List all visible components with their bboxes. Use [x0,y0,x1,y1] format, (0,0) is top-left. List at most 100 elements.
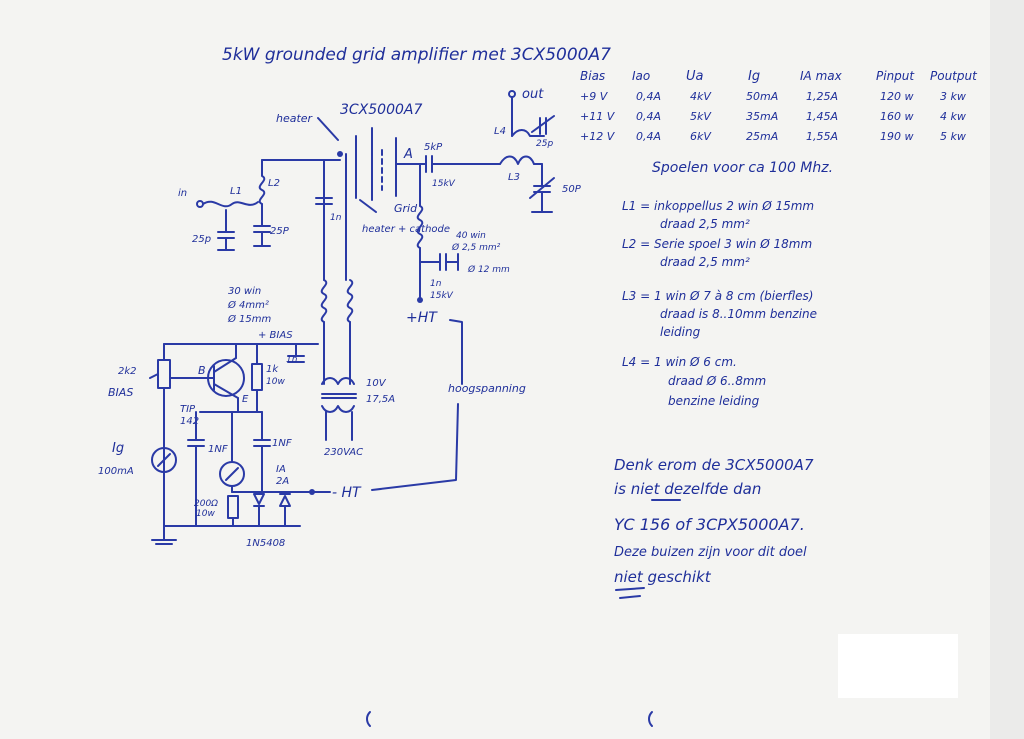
scan-mark [648,711,653,727]
coil-notes: Spoelen voor ca 100 Mhz. L1 = inkoppellu… [622,160,833,408]
meter-ig-line2: 100mA [98,466,134,477]
c1n-a-label: 1n [330,213,342,223]
table-cell: 6kV [690,130,712,143]
underline-niet-2b [619,595,641,599]
coil-l3-line1: L3 = 1 win Ø 7 à 8 cm (bierfles) [622,289,813,303]
trafo-primary [321,405,355,413]
table-cell: 50mA [746,90,778,103]
hoogspanning-label: hoogspanning [448,382,526,395]
minus-ht-label: - HT [332,485,362,501]
diode-1 [253,493,265,505]
choke-line3: Ø 12 mm [467,264,510,275]
table-cell: 4kV [690,90,712,103]
table-cell: 190 w [880,130,914,143]
scan-edge [990,0,1024,739]
table-cell: +11 V [580,110,616,123]
table-cell: 120 w [880,90,914,103]
heater-label: heater [276,112,314,125]
diode-label: 1N5408 [246,538,285,549]
table-header-pinput: Pinput [876,69,915,83]
coil-l1-line2: draad 2,5 mm² [660,217,750,231]
bias-choke-line3: Ø 15mm [227,313,272,325]
trafo-secondary [321,377,355,385]
junction [309,489,315,495]
scan-mark [366,711,371,727]
t-e-label: E [242,394,249,405]
heater-cathode-label: heater + cathode [362,224,450,235]
coil-heading: Spoelen voor ca 100 Mhz. [652,160,833,176]
hoogspanning-arrow-up [449,319,463,385]
coil-l2 [258,159,266,205]
heater-arrow [317,117,339,141]
page-title: 5kW grounded grid amplifier met 3CX5000A… [222,45,611,65]
coil-l4-line1: L4 = 1 win Ø 6 cm. [622,355,737,369]
trafo-line2: 17,5A [366,394,395,405]
warning-line4: Deze buizen zijn voor dit doel [614,545,807,560]
res1k-line1: 1k [266,364,279,375]
transistor-collector [213,357,237,373]
table-cell: 1,25A [806,90,838,103]
plus-ht-label: +HT [406,310,438,326]
in-label: in [178,188,187,199]
anode-label: A [403,147,413,162]
res200-line1: 200Ω [194,499,218,509]
c25p-c-label: 25p [536,139,553,149]
table-header-bias: Bias [580,69,605,83]
coil-l4-line2: draad Ø 6..8mm [668,374,766,388]
meter-needle [225,467,239,481]
table-cell: 3 kw [940,90,966,103]
l3-label: L3 [508,172,520,183]
c15kv-label: 15kV [432,179,456,189]
table-cell: 1,55A [806,130,838,143]
table-header-iao: Iao [632,69,650,83]
c1n-b-label: 1n [286,355,298,365]
t-b-label: B [198,364,206,377]
c50p-label: 50P [562,184,582,195]
coil-l3 [499,155,535,165]
coil-l4 [511,129,545,137]
table-cell: 35mA [746,110,778,123]
meter-ia-line2: 2A [276,476,289,487]
warning-line5: niet geschikt [614,568,712,586]
schematic: 3CX5000A7 heater A Grid in L1 25p L2 25P [98,87,582,549]
plus-bias-label: + BIAS [258,330,293,341]
coil-l3-line3: leiding [660,325,701,339]
table-cell: 4 kw [940,110,966,123]
choke-left [320,279,328,323]
table-cell: 5kV [690,110,712,123]
table-cell: 0,4A [636,110,661,123]
underline-niet-2a [615,587,645,591]
variable-cap-arrow [529,177,555,199]
res200-line2: 10w [196,509,215,519]
pot-line1: 2k2 [118,366,137,377]
meter-ig-line1: Ig [112,441,124,456]
table-cell: +9 V [580,90,609,103]
l4-label: L4 [494,126,506,137]
coil-l2-line1: L2 = Serie spoel 3 win Ø 18mm [622,237,812,251]
mains-label: 230VAC [324,447,363,458]
table-header-ig: Ig [748,69,760,84]
choke-line1: 40 win [456,231,486,241]
c1n-15kv-line1: 1n [430,279,442,289]
bias-choke-line1: 30 win [228,286,261,297]
table-cell: 25mA [746,130,778,143]
pot-line2: BIAS [108,386,133,399]
c1nf-b-label: 1NF [272,438,292,449]
transistor-line2: 142 [180,416,199,427]
hoogspanning-arrow-down [371,403,459,491]
operating-table: Bias Iao Ua Ig IA max Pinput Poutput +9 … [580,69,978,143]
choke-line2: Ø 2,5 mm² [451,242,501,253]
choke-right [346,279,354,323]
l2-label: L2 [268,178,280,189]
bias-choke-line2: Ø 4mm² [227,299,269,311]
c5p-anode-label: 5kP [424,142,443,153]
c1n-15kv-line2: 15kV [430,291,454,301]
table-cell: 0,4A [636,90,661,103]
junction [417,297,423,303]
transistor-line1: TIP [180,404,196,415]
coil-l1 [202,200,259,208]
coil-l2-line2: draad 2,5 mm² [660,255,750,269]
table-header-ua: Ua [686,69,704,84]
out-label: out [522,87,544,102]
trafo-line1: 10V [366,378,387,389]
